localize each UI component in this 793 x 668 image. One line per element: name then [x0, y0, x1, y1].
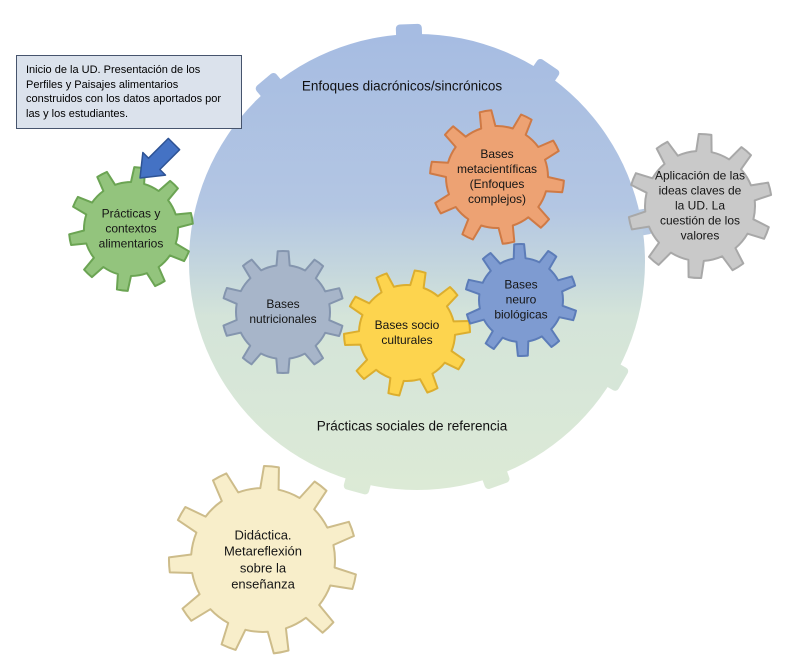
gear-label-aplicacion-ideas-claves: Aplicación de las ideas claves de la UD.… — [654, 168, 746, 243]
gear-label-bases-nutricionales: Bases nutricionales — [249, 297, 317, 326]
gear-bases-metacientificas — [429, 109, 565, 245]
gear-label-bases-socio-culturales: Bases socio culturales — [374, 318, 440, 347]
gear-label-bases-metacientificas: Bases metacientíficas (Enfoques complejo… — [456, 147, 538, 206]
gear-bases-neuro-biologicas — [465, 243, 577, 357]
circle-top-label: Enfoques diacrónicos/sincrónicos — [301, 78, 503, 94]
gear-bases-nutricionales — [222, 249, 344, 375]
gear-label-practicas-contextos: Prácticas y contextos alimentarios — [98, 206, 164, 251]
callout-box: Inicio de la UD. Presentación de los Per… — [16, 55, 242, 130]
gear-bases-socio-culturales — [343, 269, 471, 397]
gear-aplicacion-ideas-claves — [627, 132, 773, 280]
gear-didactica-metareflexion — [167, 465, 357, 655]
circle-bottom-label: Prácticas sociales de referencia — [316, 418, 508, 434]
gear-label-bases-neuro-biologicas: Bases neuro biológicas — [494, 277, 548, 322]
callout-text: Inicio de la UD. Presentación de los Per… — [26, 64, 222, 120]
gear-practicas-contextos-alimentarios — [68, 166, 194, 292]
pointer-arrow-icon — [139, 137, 181, 179]
gear-label-didactica-metareflexion: Didáctica. Metareflexión sobre la enseña… — [223, 527, 303, 592]
